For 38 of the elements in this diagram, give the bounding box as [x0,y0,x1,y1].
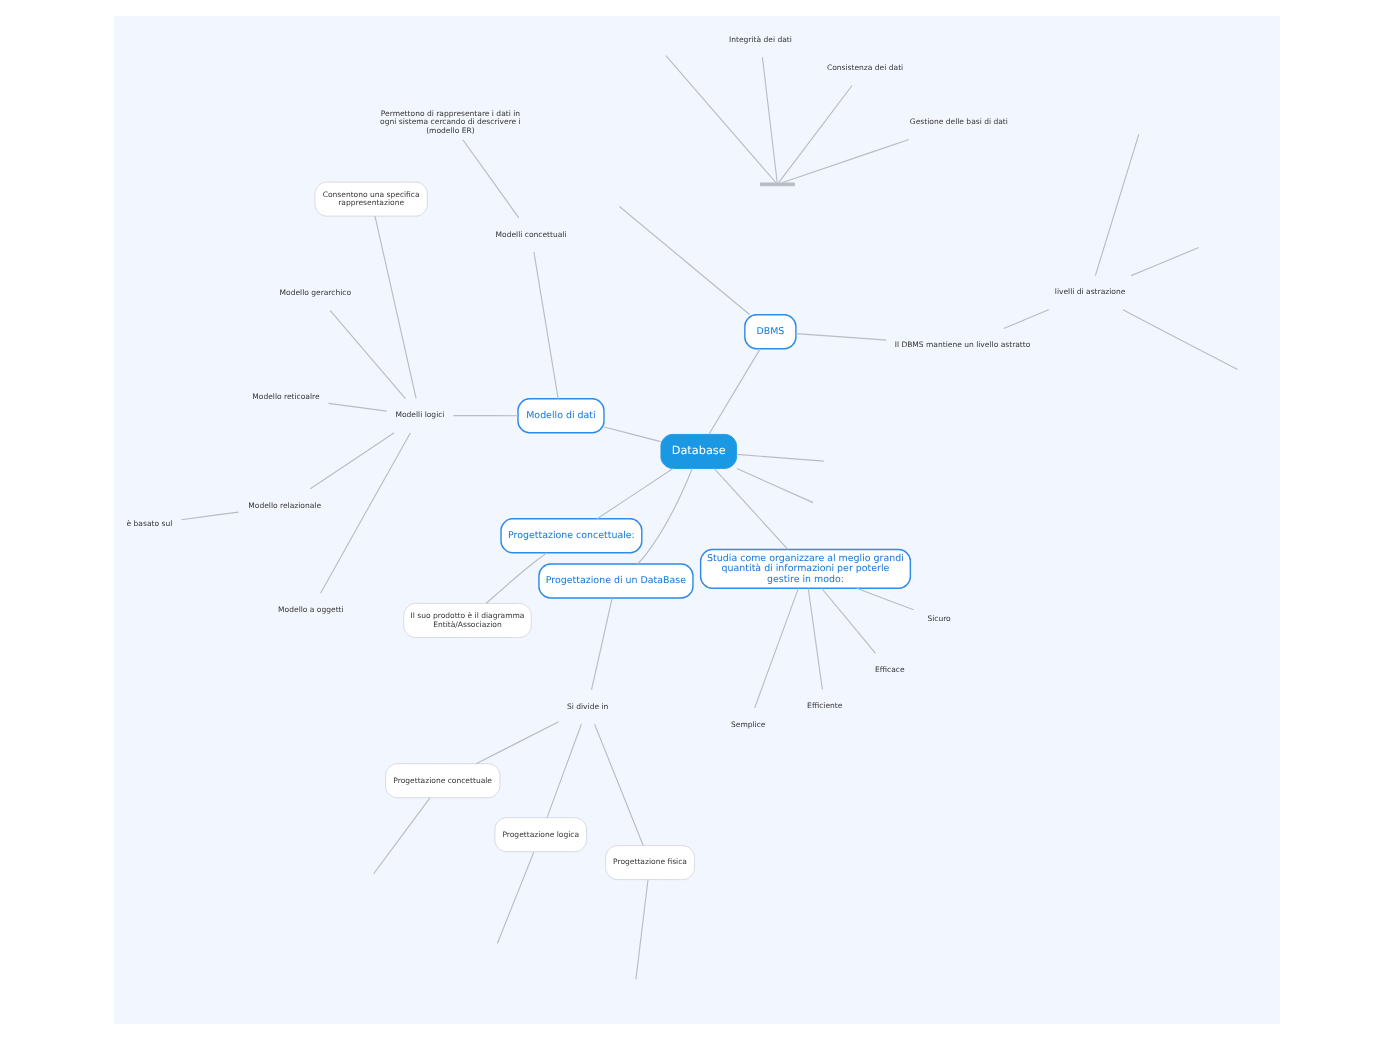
connector [735,467,813,504]
connector [1129,247,1199,277]
connector [635,467,692,565]
connector [474,721,559,765]
connector [327,402,387,412]
connector [707,348,760,435]
connector [780,138,909,184]
connector [735,453,824,462]
connector [1002,309,1049,330]
connector [589,597,612,691]
connector [602,426,661,443]
connector [545,723,581,818]
connector [753,587,798,709]
connector [664,55,776,184]
connector [532,251,558,400]
connector [794,333,886,341]
connector [806,587,822,690]
connector [617,205,750,316]
connector [855,587,914,611]
connector [820,587,876,654]
connector [373,215,416,399]
connector [495,851,534,944]
connector [593,723,643,847]
node-bar [758,182,794,187]
connector [760,56,777,184]
connector [328,309,405,400]
connector [634,879,648,980]
connector [451,415,518,417]
connector [319,432,410,594]
connector [777,84,852,184]
connector [308,432,394,490]
connector [179,511,239,521]
connector [595,467,673,520]
connector [1093,133,1139,277]
connector [461,139,519,219]
connector [712,467,788,550]
connector [372,797,430,875]
connector [1121,309,1238,371]
